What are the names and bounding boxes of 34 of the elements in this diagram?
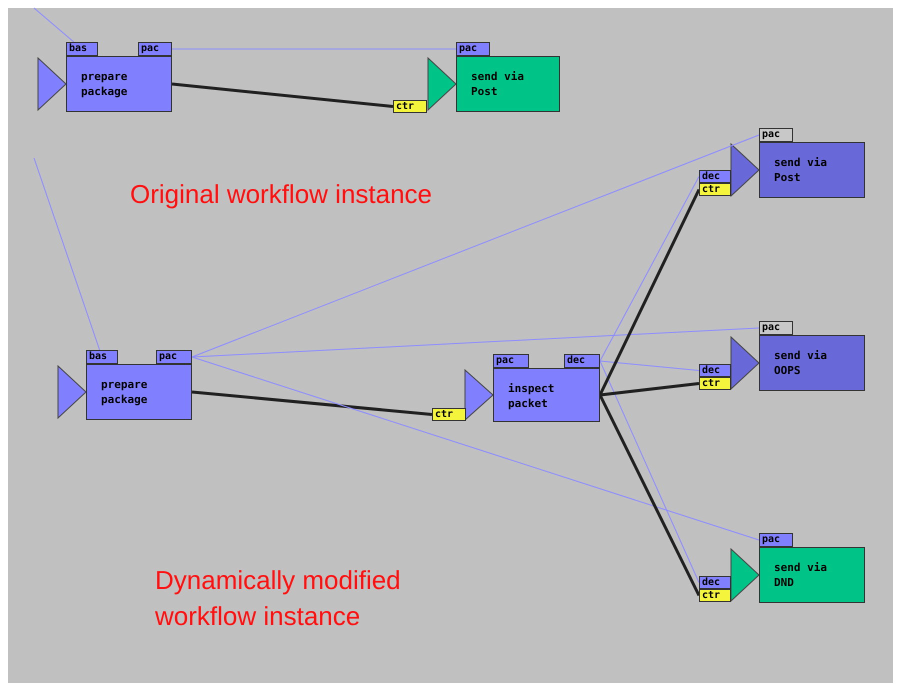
caption-text: Original workflow instance — [130, 178, 434, 211]
connector-line — [600, 176, 700, 362]
port-tab: pac — [759, 128, 793, 142]
port-tab: pac — [456, 42, 490, 56]
caption-text: Dynamically modified workflow instance — [155, 564, 402, 633]
connector-line — [192, 134, 760, 358]
port-tab: ctr — [699, 589, 731, 602]
port-tab: pac — [493, 354, 529, 368]
port-tab: pac — [156, 350, 192, 364]
port-tab: pac — [759, 533, 793, 547]
connector-line — [34, 8, 74, 42]
port-tab: dec — [699, 364, 731, 377]
port-tab: dec — [699, 170, 731, 183]
port-tab: ctr — [432, 408, 466, 421]
port-tab: ctr — [393, 100, 427, 113]
port-tab: bas — [86, 350, 118, 364]
connector-line — [598, 394, 700, 596]
connector-line — [172, 48, 456, 50]
connector-line — [600, 360, 700, 583]
port-tab: ctr — [699, 183, 731, 196]
port-tab: pac — [759, 321, 793, 335]
connector-line — [172, 82, 394, 108]
connector-line — [34, 158, 100, 350]
port-tab: ctr — [699, 377, 731, 390]
connector-line — [192, 328, 760, 358]
connector-line — [598, 188, 700, 396]
port-tab: pac — [138, 42, 172, 56]
connector-line — [192, 390, 432, 416]
port-tab: dec — [699, 576, 731, 589]
port-tab: dec — [564, 354, 600, 368]
connector-line — [600, 360, 700, 371]
connector-line — [192, 356, 760, 540]
port-tab: bas — [66, 42, 98, 56]
connector-line — [600, 382, 700, 396]
